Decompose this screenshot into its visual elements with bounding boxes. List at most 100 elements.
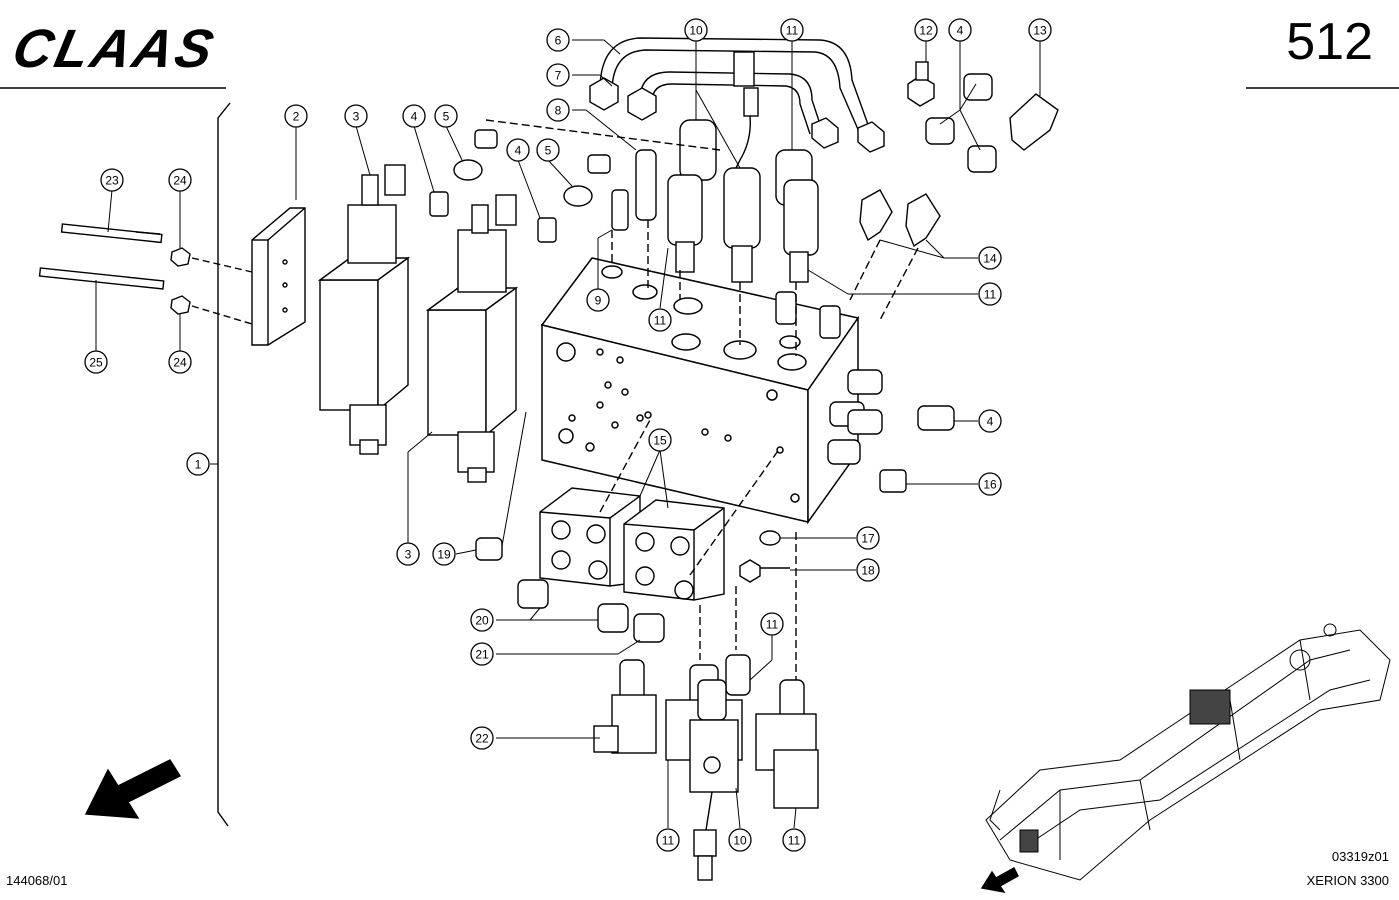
plugs-19-20-21	[475, 537, 665, 643]
page-number: 512	[1286, 13, 1373, 71]
callout-number: 3	[405, 548, 412, 562]
callout-circle	[470, 608, 494, 632]
callout-number: 4	[411, 110, 418, 124]
callout-circle	[760, 612, 784, 636]
callout-c17: 17	[856, 526, 880, 550]
callout-c4a: 4	[402, 104, 426, 128]
callout-number: 5	[443, 110, 450, 124]
callout-number: 20	[475, 614, 489, 628]
callout-circle	[432, 542, 456, 566]
callout-c3b: 3	[396, 542, 420, 566]
solenoid-valve-3-left	[317, 164, 411, 455]
callout-c11e: 11	[656, 828, 680, 852]
callout-c18: 18	[856, 558, 880, 582]
callout-circle	[470, 726, 494, 750]
seal-and-bolt-17-18	[739, 530, 790, 583]
callout-circle	[536, 138, 560, 162]
leader-lines	[95, 39, 1041, 829]
callout-number: 11	[662, 834, 675, 848]
model-name: XERION 3300	[1306, 873, 1389, 888]
callout-circle	[284, 104, 308, 128]
callout-number: 4	[957, 24, 964, 38]
callout-c4b: 4	[506, 138, 530, 162]
callout-number: 14	[983, 252, 997, 266]
cartridge-valves-top	[611, 119, 819, 283]
callout-circle	[978, 472, 1002, 496]
callout-number: 11	[654, 314, 667, 328]
callout-c4c: 4	[948, 18, 972, 42]
callout-number: 22	[475, 732, 489, 746]
lower-valve-assemblies	[593, 532, 819, 881]
callout-c5a: 5	[434, 104, 458, 128]
drawing-number: 144068/01	[6, 873, 68, 888]
callout-c19: 19	[432, 542, 456, 566]
callout-circle	[782, 828, 806, 852]
callout-c13: 13	[1028, 18, 1052, 42]
callout-number: 2	[293, 110, 300, 124]
callout-circle	[402, 104, 426, 128]
callout-number: 4	[987, 415, 994, 429]
callout-c23: 23	[100, 168, 124, 192]
callout-c22: 22	[470, 726, 494, 750]
callout-number: 6	[555, 34, 562, 48]
hydraulic-pipes-6-7	[589, 37, 885, 153]
callout-c14: 14	[978, 246, 1002, 270]
callout-c11c: 11	[648, 308, 672, 332]
inset-direction-arrow-icon	[980, 867, 1019, 893]
callout-circle	[168, 168, 192, 192]
image-code: 03319z01	[1331, 849, 1389, 864]
callout-c21: 21	[470, 642, 494, 666]
callout-circle	[978, 282, 1002, 306]
callout-number: 15	[653, 434, 667, 448]
callout-c11d: 11	[760, 612, 784, 636]
callout-circle	[434, 104, 458, 128]
callout-c1: 1	[186, 452, 210, 476]
callout-c20: 20	[470, 608, 494, 632]
callout-c2: 2	[284, 104, 308, 128]
callout-circle	[470, 642, 494, 666]
callout-circle	[856, 558, 880, 582]
callout-number: 12	[919, 24, 933, 38]
callout-c15: 15	[648, 428, 672, 452]
callout-c7: 7	[546, 63, 570, 87]
callout-circle	[1028, 18, 1052, 42]
callout-circle	[168, 350, 192, 374]
callout-number: 11	[984, 288, 997, 302]
callout-number: 7	[555, 69, 562, 83]
callout-c11f: 11	[782, 828, 806, 852]
callout-circle	[648, 428, 672, 452]
callout-circle	[728, 828, 752, 852]
callout-circle	[100, 168, 124, 192]
callout-number: 11	[788, 834, 801, 848]
callout-circle	[656, 828, 680, 852]
long-bolt-23	[60, 223, 163, 244]
callout-number: 19	[437, 548, 451, 562]
fittings-top-right	[907, 61, 1059, 173]
callout-c6: 6	[546, 28, 570, 52]
callout-number: 10	[689, 24, 703, 38]
callout-c8: 8	[546, 98, 570, 122]
cover-plate-2	[251, 207, 306, 346]
callout-circle	[978, 409, 1002, 433]
callout-c11b: 11	[978, 282, 1002, 306]
callout-number: 23	[105, 174, 119, 188]
callout-circle	[856, 526, 880, 550]
solenoid-valve-3-right	[425, 194, 519, 483]
callout-circle	[344, 104, 368, 128]
callout-number: 17	[861, 532, 875, 546]
callout-circle	[396, 542, 420, 566]
callout-number: 11	[766, 618, 779, 632]
callout-number: 5	[545, 144, 552, 158]
callout-c10b: 10	[728, 828, 752, 852]
callout-circle	[648, 308, 672, 332]
callout-c25: 25	[84, 350, 108, 374]
callout-number: 18	[861, 564, 875, 578]
callout-circle	[586, 288, 610, 312]
callout-c10a: 10	[684, 18, 708, 42]
callout-number: 4	[515, 144, 522, 158]
callout-c11a: 11	[780, 18, 804, 42]
callout-c16: 16	[978, 472, 1002, 496]
